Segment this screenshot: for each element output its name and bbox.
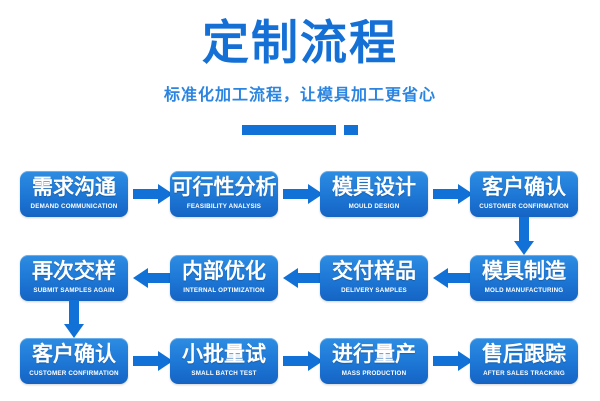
flow-node-mass-production[interactable]: 进行量产 MASS PRODUCTION — [320, 338, 428, 384]
arrow-right-icon — [433, 351, 473, 371]
flow-node-label-en: MASS PRODUCTION — [341, 370, 407, 377]
arrow-head — [433, 268, 448, 288]
arrow-down-icon — [64, 300, 84, 338]
arrow-right-icon — [133, 184, 173, 204]
flow-node-label-en: FEASIBILITY ANALYSIS — [186, 203, 262, 210]
flow-node-label-cn: 客户确认 — [482, 175, 566, 199]
arrow-right-icon — [283, 184, 323, 204]
flow-node-label-en: CUSTOMER CONFIRMATION — [479, 203, 569, 210]
flow-row-3: 客户确认 CUSTOMER CONFIRMATION 小批量试 SMALL BA… — [0, 338, 600, 384]
flow-node-label-en: MOLD MANUFACTURING — [484, 287, 564, 294]
arrow-head — [158, 351, 173, 371]
flow-node-label-en: DEMAND COMMUNICATION — [30, 203, 118, 210]
flow-node-label-cn: 客户确认 — [32, 342, 116, 366]
flow-node-label-cn: 可行性分析 — [171, 175, 277, 199]
flow-node-after-sales-tracking[interactable]: 售后跟踪 AFTER SALES TRACKING — [470, 338, 578, 384]
flow-node-label-cn: 再次交样 — [32, 259, 116, 283]
flow-node-label-cn: 需求沟通 — [32, 175, 116, 199]
arrow-shaft — [448, 273, 473, 283]
flow-node-customer-confirmation-1[interactable]: 客户确认 CUSTOMER CONFIRMATION — [470, 171, 578, 217]
flow-node-label-cn: 小批量试 — [182, 342, 266, 366]
arrow-shaft — [148, 273, 173, 283]
flow-node-delivery-samples[interactable]: 交付样品 DELIVERY SAMPLES — [320, 255, 428, 301]
arrow-shaft — [133, 356, 158, 366]
flow-node-label-cn: 交付样品 — [332, 259, 416, 283]
arrow-shaft — [519, 217, 529, 241]
flow-node-internal-optimization[interactable]: 内部优化 INTERNAL OPTIMIZATION — [170, 255, 278, 301]
arrow-shaft — [433, 356, 458, 366]
flow-node-label-en: DELIVERY SAMPLES — [341, 287, 407, 294]
flow-node-submit-samples-again[interactable]: 再次交样 SUBMIT SAMPLES AGAIN — [20, 255, 128, 301]
arrow-shaft — [433, 189, 458, 199]
arrow-left-icon — [133, 268, 173, 288]
arrow-head — [458, 184, 473, 204]
divider-bar — [242, 125, 336, 135]
divider-dot — [344, 125, 358, 135]
arrow-head — [458, 351, 473, 371]
flow-node-label-en: MOULD DESIGN — [348, 203, 400, 210]
flow-node-label-en: INTERNAL OPTIMIZATION — [183, 287, 265, 294]
flow-node-label-en: CUSTOMER CONFIRMATION — [29, 370, 119, 377]
flow-node-label-cn: 售后跟踪 — [482, 342, 566, 366]
page-title: 定制流程 — [202, 16, 398, 71]
arrow-right-icon — [433, 184, 473, 204]
arrow-head — [308, 351, 323, 371]
flow-node-feasibility-analysis[interactable]: 可行性分析 FEASIBILITY ANALYSIS — [170, 171, 278, 217]
flow-row-2: 再次交样 SUBMIT SAMPLES AGAIN 内部优化 INTERNAL … — [0, 255, 600, 301]
flow-node-demand-communication[interactable]: 需求沟通 DEMAND COMMUNICATION — [20, 171, 128, 217]
arrow-right-icon — [133, 351, 173, 371]
flow-node-label-cn: 进行量产 — [332, 342, 416, 366]
flow-node-label-en: SUBMIT SAMPLES AGAIN — [33, 287, 115, 294]
flow-row-1: 需求沟通 DEMAND COMMUNICATION 可行性分析 FEASIBIL… — [0, 171, 600, 217]
arrow-head — [514, 241, 534, 255]
flow-node-customer-confirmation-2[interactable]: 客户确认 CUSTOMER CONFIRMATION — [20, 338, 128, 384]
arrow-head — [308, 184, 323, 204]
arrow-shaft — [283, 356, 308, 366]
arrow-shaft — [69, 300, 79, 324]
flow-node-label-en: SMALL BATCH TEST — [191, 370, 257, 377]
flow-node-label-cn: 模具制造 — [482, 259, 566, 283]
arrow-right-icon — [283, 351, 323, 371]
header: 定制流程 标准化加工流程，让模具加工更省心 — [0, 0, 600, 150]
arrow-head — [158, 184, 173, 204]
flow-node-label-cn: 模具设计 — [332, 175, 416, 199]
arrow-head — [283, 268, 298, 288]
flow-node-small-batch-test[interactable]: 小批量试 SMALL BATCH TEST — [170, 338, 278, 384]
arrow-head — [64, 324, 84, 338]
arrow-shaft — [283, 189, 308, 199]
flow-node-mold-manufacturing[interactable]: 模具制造 MOLD MANUFACTURING — [470, 255, 578, 301]
arrow-shaft — [133, 189, 158, 199]
arrow-shaft — [298, 273, 323, 283]
flow-node-mould-design[interactable]: 模具设计 MOULD DESIGN — [320, 171, 428, 217]
header-divider — [0, 124, 600, 136]
arrow-left-icon — [283, 268, 323, 288]
page-subtitle: 标准化加工流程，让模具加工更省心 — [163, 85, 436, 104]
arrow-down-icon — [514, 217, 534, 255]
flow-node-label-cn: 内部优化 — [182, 259, 266, 283]
arrow-head — [133, 268, 148, 288]
flow-node-label-en: AFTER SALES TRACKING — [483, 370, 565, 377]
arrow-left-icon — [433, 268, 473, 288]
